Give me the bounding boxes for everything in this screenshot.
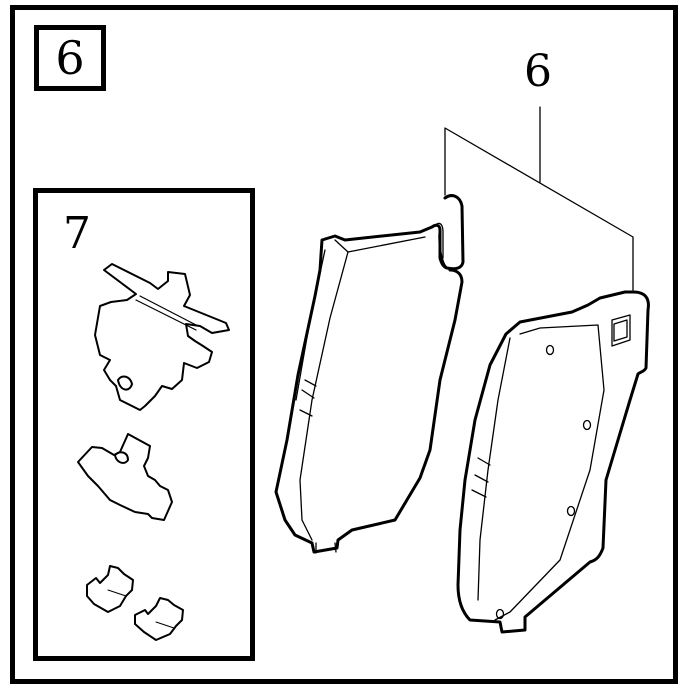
section-label-box: 6 <box>34 25 106 91</box>
callout-6-label: 6 <box>524 46 552 97</box>
pad-clip-1 <box>86 565 134 613</box>
hardware-kit-box <box>33 188 255 661</box>
outer-brake-pad-details <box>471 314 631 621</box>
callout-6-leader-lines <box>444 106 634 291</box>
callout-7-label: 7 <box>63 208 91 259</box>
anti-rattle-spring-small <box>77 433 173 521</box>
pad-clip-2 <box>134 597 184 641</box>
anti-rattle-spring-large <box>94 263 230 411</box>
inner-brake-pad <box>274 194 465 554</box>
section-label: 6 <box>55 31 85 85</box>
outer-brake-pad <box>456 290 650 634</box>
inner-brake-pad-details <box>295 222 444 554</box>
